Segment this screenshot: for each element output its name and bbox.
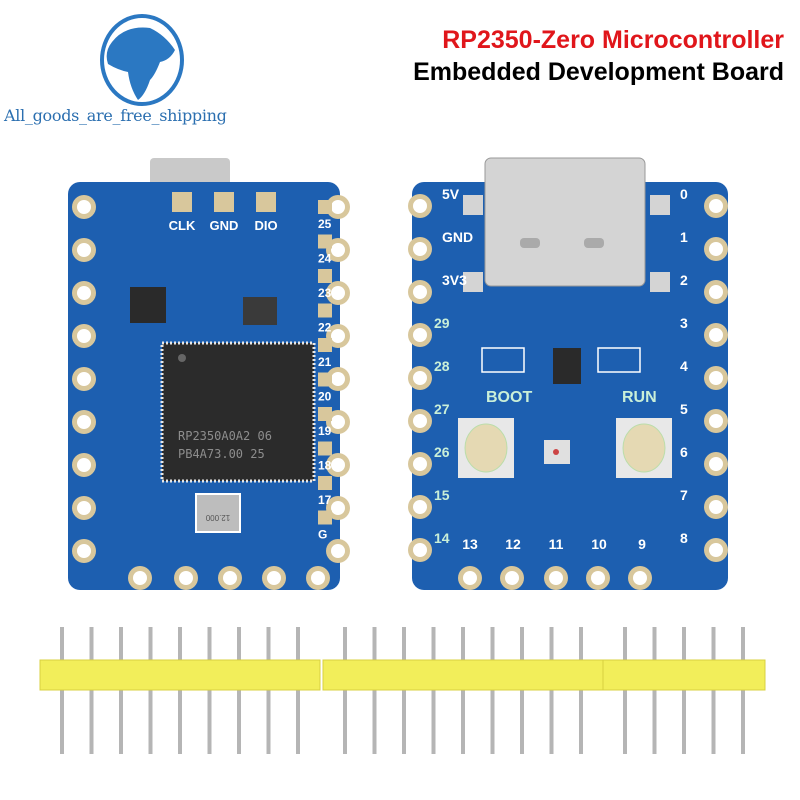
castellated-pad <box>72 195 96 219</box>
boot-button[interactable] <box>458 418 514 478</box>
castellated-pad <box>408 323 432 347</box>
castellated-pad <box>704 194 728 218</box>
pin-label: 1 <box>680 229 688 245</box>
castellated-pad <box>458 566 482 590</box>
pin-label: 22 <box>318 321 332 335</box>
castellated-pad <box>408 194 432 218</box>
castellated-pad <box>586 566 610 590</box>
pin-label: 6 <box>680 444 688 460</box>
shop-slogan: All_goods_are_free_shipping <box>4 106 227 125</box>
pin-label: 18 <box>318 459 332 473</box>
crystal <box>195 493 241 533</box>
run-label: RUN <box>622 389 657 406</box>
castellated-pad <box>408 409 432 433</box>
swd-label-dio: DIO <box>254 218 277 233</box>
castellated-pad <box>704 280 728 304</box>
castellated-pad <box>72 539 96 563</box>
pin-label: 21 <box>318 355 332 369</box>
castellated-pad <box>218 566 242 590</box>
castellated-pad <box>704 452 728 476</box>
castellated-pad <box>408 495 432 519</box>
castellated-pad <box>72 453 96 477</box>
pin-label: 5V <box>442 186 460 202</box>
crystal-marking: 12.000 <box>205 513 230 522</box>
castellated-pad <box>262 566 286 590</box>
pin-label: 7 <box>680 487 688 503</box>
castellated-pad <box>628 566 652 590</box>
rp2350-chip <box>160 341 316 483</box>
swd-label-gnd: GND <box>210 218 239 233</box>
pin-label: 9 <box>638 536 646 552</box>
pin-label: 2 <box>680 272 688 288</box>
globe-icon <box>100 14 184 106</box>
pin-label: 24 <box>318 252 332 266</box>
castellated-pad <box>408 366 432 390</box>
pin-label: 13 <box>462 536 478 552</box>
pin-label: 3V3 <box>442 272 467 288</box>
boot-label: BOOT <box>486 389 532 406</box>
board-front: CLK GND DIO 25 24 23 22 21 20 19 18 17G RP2350A0… <box>68 158 350 590</box>
pin-label: 14 <box>434 530 450 546</box>
pin-label: 0 <box>680 186 688 202</box>
castellated-pad <box>704 409 728 433</box>
castellated-pad <box>72 496 96 520</box>
castellated-pad <box>128 566 152 590</box>
pin-label: 25 <box>318 217 332 231</box>
castellated-pad <box>408 280 432 304</box>
pin-label: 28 <box>434 358 450 374</box>
castellated-pad <box>326 324 350 348</box>
castellated-pad <box>500 566 524 590</box>
run-button[interactable] <box>616 418 672 478</box>
pin-label: 3 <box>680 315 688 331</box>
pin-label: 15 <box>434 487 450 503</box>
pin-label: 11 <box>549 536 564 552</box>
castellated-pad <box>326 281 350 305</box>
castellated-pad <box>72 238 96 262</box>
pin-header-strip <box>322 627 604 754</box>
pin-label: 20 <box>318 390 332 404</box>
pin-label: G <box>318 528 327 542</box>
castellated-pad <box>408 237 432 261</box>
pin-label: 17 <box>318 493 332 507</box>
pin-headers <box>39 627 766 754</box>
pin-label: GND <box>442 229 473 245</box>
castellated-pad <box>72 281 96 305</box>
pin-label: 4 <box>680 358 688 374</box>
castellated-pad <box>704 538 728 562</box>
flash-chip <box>130 287 166 323</box>
pin-label: 8 <box>680 530 688 546</box>
chip-marking-line1: RP2350A0A2 06 <box>178 429 272 443</box>
castellated-pad <box>306 566 330 590</box>
board-back: BOOT RUN 5VGND3V329282726151401234567813… <box>408 157 728 590</box>
castellated-pad <box>704 323 728 347</box>
product-title: RP2350-Zero Microcontroller <box>442 26 784 54</box>
pin-label: 27 <box>434 401 450 417</box>
castellated-pad <box>72 367 96 391</box>
pin-label: 12 <box>505 536 521 552</box>
castellated-pad <box>704 237 728 261</box>
castellated-pad <box>326 453 350 477</box>
castellated-pad <box>72 324 96 348</box>
pin-label: 29 <box>434 315 450 331</box>
castellated-pad <box>704 495 728 519</box>
chip-marking-line2: PB4A73.00 25 <box>178 447 265 461</box>
pin-label: 5 <box>680 401 688 417</box>
pin-header-strip <box>39 627 321 754</box>
castellated-pad <box>72 410 96 434</box>
castellated-pad <box>408 452 432 476</box>
product-subtitle: Embedded Development Board <box>413 58 784 86</box>
castellated-pad <box>326 539 350 563</box>
castellated-pad <box>408 538 432 562</box>
usb-c-connector <box>484 157 646 287</box>
pin-header-strip <box>602 627 766 754</box>
castellated-pad <box>174 566 198 590</box>
pin-label: 26 <box>434 444 450 460</box>
pin-label: 19 <box>318 424 332 438</box>
pin-label: 10 <box>591 536 607 552</box>
pin-label: 23 <box>318 286 332 300</box>
swd-label-clk: CLK <box>169 218 196 233</box>
castellated-pad <box>704 366 728 390</box>
castellated-pad <box>544 566 568 590</box>
